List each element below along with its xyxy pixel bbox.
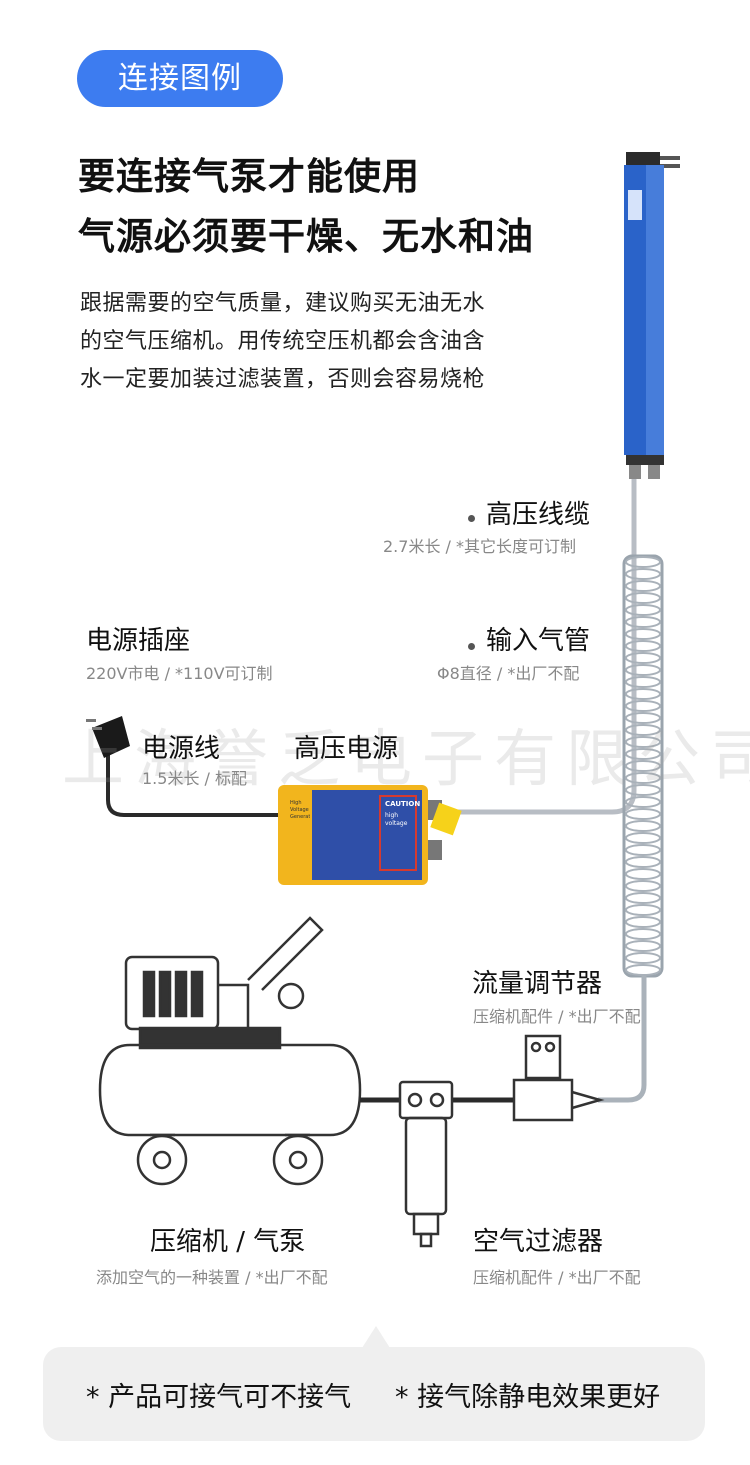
hose-coil-ring bbox=[625, 868, 661, 880]
flow-regulator-illustration bbox=[512, 1034, 605, 1122]
power-cord-title: 电源线 bbox=[142, 734, 221, 764]
hv-power-supply-box bbox=[278, 785, 462, 885]
hose-coil-ring bbox=[625, 820, 661, 832]
air-pipe-detail: Φ8直径 / *出厂不配 bbox=[437, 664, 580, 683]
description-line-3: 水一定要加装过滤装置，否则会容易烧枪 bbox=[80, 367, 486, 392]
hose-coil-ring bbox=[625, 640, 661, 652]
hose-coil-ring bbox=[625, 688, 661, 700]
hose-coil-ring bbox=[625, 568, 661, 580]
hose-coil-ring bbox=[625, 604, 661, 616]
hose-coil-ring bbox=[625, 916, 661, 928]
power-cord-detail: 1.5米长 / 标配 bbox=[142, 769, 248, 788]
hose-coil-ring bbox=[625, 580, 661, 592]
hose-coil-ring bbox=[625, 652, 661, 664]
hose-coil-ring bbox=[625, 724, 661, 736]
hose-coil-ring bbox=[625, 832, 661, 844]
socket-detail: 220V市电 / *110V可订制 bbox=[86, 664, 273, 683]
hose-coil-ring bbox=[625, 556, 661, 568]
bullet-dot bbox=[468, 643, 475, 650]
socket-title: 电源插座 bbox=[86, 626, 191, 656]
high-voltage-label: high voltage bbox=[385, 812, 408, 827]
compressor-detail: 添加空气的一种装置 / *出厂不配 bbox=[96, 1268, 328, 1287]
hose-coil-ring bbox=[625, 892, 661, 904]
hose-coil-ring bbox=[625, 676, 661, 688]
hose-coil-ring bbox=[625, 784, 661, 796]
hose-coil-ring bbox=[625, 904, 661, 916]
hose-coil-ring bbox=[625, 772, 661, 784]
note-right: * 接气除静电效果更好 bbox=[395, 1382, 661, 1413]
coiled-air-hose bbox=[598, 554, 664, 1103]
air-filter-illustration bbox=[398, 1080, 454, 1248]
note-box bbox=[43, 1347, 705, 1441]
hose-coil-ring bbox=[625, 928, 661, 940]
hv-cable-line bbox=[458, 479, 637, 815]
hose-coil-ring bbox=[625, 592, 661, 604]
hose-coil-ring bbox=[625, 700, 661, 712]
hose-coil-ring bbox=[625, 856, 661, 868]
filter-title: 空气过滤器 bbox=[473, 1227, 604, 1257]
caution-label: CAUTION bbox=[385, 800, 421, 808]
description-line-2: 的空气压缩机。用传统空压机都会含油含 bbox=[80, 329, 486, 354]
hose-coil-ring bbox=[625, 952, 661, 964]
section-badge: 连接图例 bbox=[77, 50, 283, 107]
hose-coil-ring bbox=[625, 748, 661, 760]
headline-line-2: 气源必须要干燥、无水和油 bbox=[78, 215, 534, 258]
hose-coil-ring bbox=[625, 760, 661, 772]
regulator-detail: 压缩机配件 / *出厂不配 bbox=[473, 1007, 641, 1026]
regulator-title: 流量调节器 bbox=[472, 969, 603, 999]
description-line-1: 跟据需要的空气质量，建议购买无油无水 bbox=[80, 291, 486, 316]
bullet-dot bbox=[468, 515, 475, 522]
hose-coil-ring bbox=[625, 616, 661, 628]
hose-coil-ring bbox=[625, 844, 661, 856]
ion-bar-illustration bbox=[624, 152, 680, 479]
hose-coil-ring bbox=[625, 664, 661, 676]
cable-title: 高压线缆 bbox=[486, 500, 591, 530]
hose-coil-ring bbox=[625, 940, 661, 952]
device-title-label: High Voltage Generator bbox=[290, 800, 310, 820]
hose-coil-ring bbox=[625, 796, 661, 808]
note-left: * 产品可接气可不接气 bbox=[86, 1382, 352, 1413]
hose-coil-ring bbox=[625, 736, 661, 748]
air-compressor-illustration bbox=[98, 916, 362, 1186]
filter-detail: 压缩机配件 / *出厂不配 bbox=[473, 1268, 641, 1287]
hose-coil-ring bbox=[625, 712, 661, 724]
air-pipe-title: 输入气管 bbox=[486, 626, 591, 656]
compressor-title: 压缩机 / 气泵 bbox=[150, 1227, 306, 1257]
hose-coil-ring bbox=[625, 628, 661, 640]
power-cord-plug bbox=[86, 716, 278, 817]
hose-coil-ring bbox=[625, 880, 661, 892]
watermark-text: 上海誉乏电子有限公司 bbox=[62, 722, 750, 795]
hv-supply-title: 高压电源 bbox=[294, 734, 399, 764]
headline-line-1: 要连接气泵才能使用 bbox=[78, 155, 420, 198]
hose-coil-ring bbox=[625, 964, 661, 976]
cable-detail: 2.7米长 / *其它长度可订制 bbox=[383, 537, 577, 556]
hose-coil-ring bbox=[625, 808, 661, 820]
